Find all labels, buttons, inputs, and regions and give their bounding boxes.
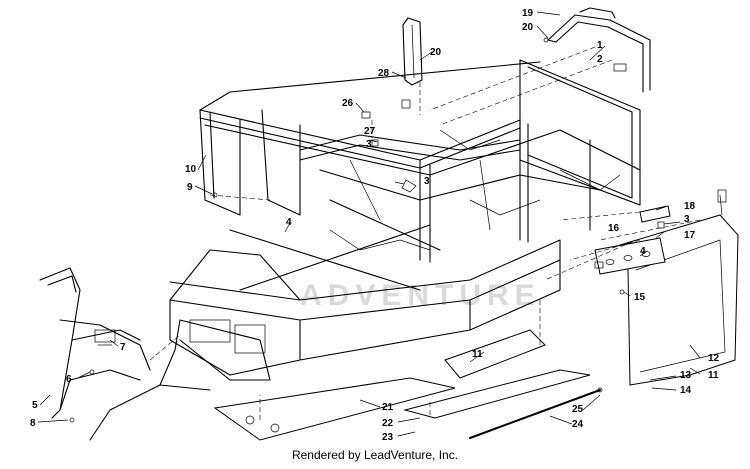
callout-19: 19 [522,8,534,19]
callout-16: 16 [608,223,620,234]
callout-24: 24 [572,419,584,430]
callout-21: 21 [382,402,394,413]
footer-credit: Rendered by LeadVenture, Inc. [291,448,459,462]
assembly-lines [149,46,701,420]
callout-18: 18 [684,201,696,212]
callout-4-right: 4 [640,246,646,257]
leader-lines [37,11,701,437]
callout-7: 7 [120,342,126,353]
callout-3-upper: 3 [366,139,372,150]
callout-11-floor: 11 [472,349,483,360]
callout-25: 25 [572,404,584,415]
front-panel [94,329,116,346]
floor-panel [444,329,546,379]
callout-26: 26 [342,98,354,109]
callout-4-left: 4 [286,217,292,228]
callout-10: 10 [185,164,197,175]
callout-2: 2 [597,54,603,65]
callout-20-top: 20 [522,22,534,33]
side-panel [619,189,739,386]
callout-23: 23 [382,432,394,443]
rod [469,389,601,439]
callout-11-side: 11 [708,370,719,381]
callout-1: 1 [597,40,603,51]
callout-13: 13 [680,370,692,381]
callout-17: 17 [684,230,696,241]
callout-27: 27 [364,126,376,137]
main-frame [169,59,641,381]
callout-6: 6 [66,374,72,385]
top-bracket [639,205,671,223]
roll-bar [547,7,651,93]
callout-22: 22 [382,418,394,429]
callout-3-right: 3 [684,214,690,225]
seat-bracket [402,17,423,86]
bracket-plate [594,237,666,275]
hardware [69,37,665,423]
callouts: 19 20 20 1 2 28 26 27 3 3 3 10 9 4 4 18 … [30,8,720,443]
rear-skid-plate [403,369,591,419]
callout-8: 8 [30,418,36,429]
callout-3-middle: 3 [424,176,430,187]
callout-9: 9 [187,182,193,193]
callout-20-bracket: 20 [430,47,442,58]
callout-14: 14 [680,385,692,396]
callout-5: 5 [32,400,38,411]
callout-15: 15 [634,292,646,303]
callout-12: 12 [708,353,720,364]
front-bumper [39,267,211,441]
callout-28: 28 [378,68,390,79]
skid-plate [213,377,456,441]
